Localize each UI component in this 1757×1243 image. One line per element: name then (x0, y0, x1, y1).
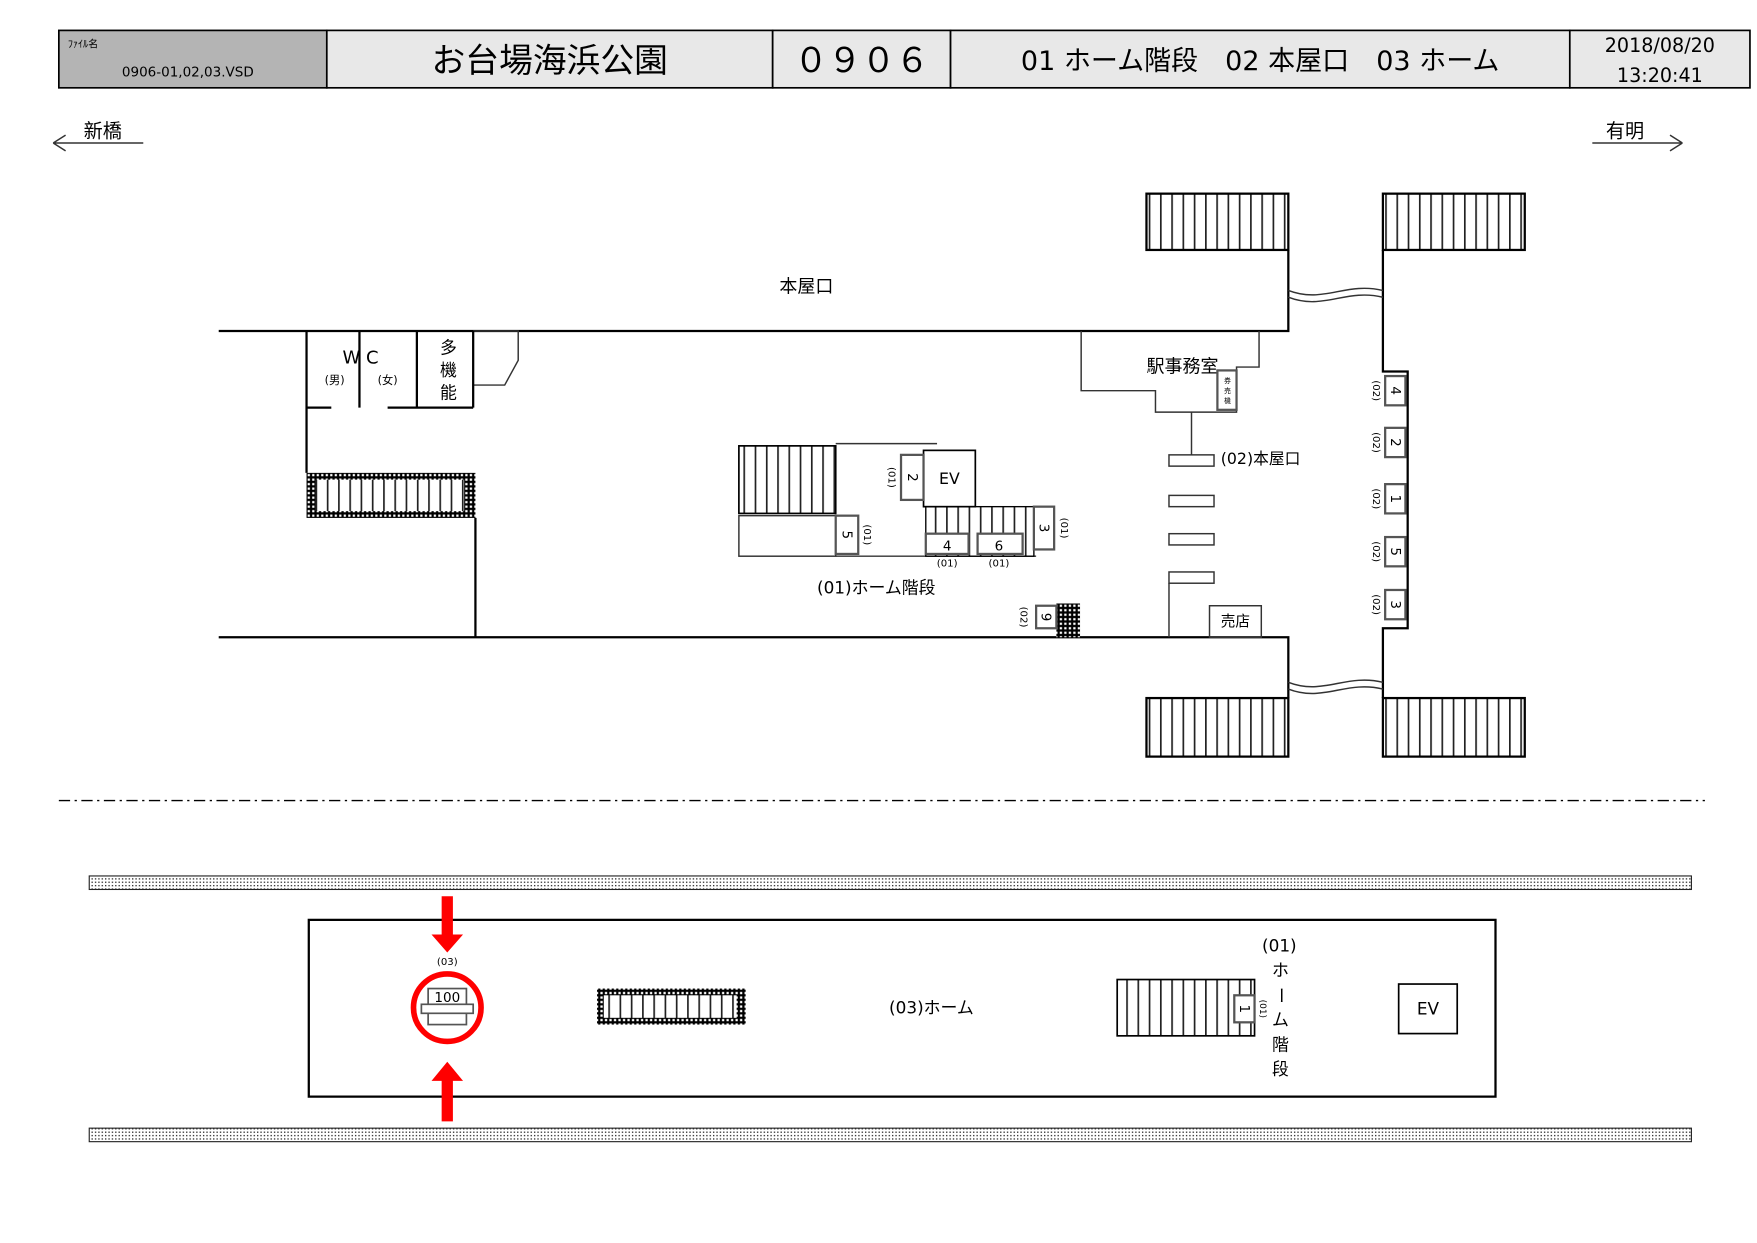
camera-marker[interactable]: 1 (01) (1233, 994, 1267, 1024)
escalator-platform (597, 988, 746, 1025)
svg-text:3: 3 (1036, 524, 1052, 533)
svg-text:新橋: 新橋 (84, 119, 122, 142)
svg-text:(01): (01) (937, 558, 958, 569)
svg-text:(01): (01) (1257, 1000, 1267, 1018)
file-label: ﾌｧｲﾙ名 (68, 37, 98, 50)
file-cell (57, 29, 328, 89)
camera-marker[interactable]: 2 (02) (1370, 426, 1407, 459)
exit-stairs (1145, 192, 1526, 758)
camera-marker[interactable]: 9 (02) (1017, 603, 1081, 638)
stairs-label: (01)ホーム階段 (817, 577, 936, 597)
svg-text:5: 5 (838, 531, 854, 540)
highlighted-camera-area: (03) (437, 957, 458, 968)
station-code: ０９０６ (794, 41, 929, 80)
svg-text:3: 3 (1387, 600, 1403, 609)
track-top (88, 875, 1692, 891)
camera-marker[interactable]: 5 (01) (834, 514, 872, 556)
arrow-left-icon (52, 134, 144, 152)
highlighted-camera[interactable]: 100 (03) (410, 896, 484, 1122)
direction-right: 有明 (1592, 119, 1683, 152)
svg-text:EV: EV (939, 469, 960, 488)
camera-marker[interactable]: 2 (01) (886, 453, 925, 502)
svg-text:1: 1 (1236, 1005, 1252, 1014)
svg-text:2: 2 (1387, 438, 1403, 447)
svg-text:(02): (02) (1370, 432, 1381, 453)
arrow-right-icon (1592, 134, 1683, 152)
svg-text:多: 多 (440, 338, 457, 358)
svg-text:駅事務室: 駅事務室 (1146, 357, 1218, 378)
svg-text:売店: 売店 (1221, 613, 1250, 630)
header-bar: ﾌｧｲﾙ名 0906-01,02,03.VSD お台場海浜公園 ０９０６ 01 … (57, 29, 1751, 89)
camera-marker[interactable]: 3 (01) (1032, 505, 1069, 551)
svg-text:2: 2 (904, 473, 920, 482)
camera-marker[interactable]: 6 (01) (976, 532, 1024, 570)
svg-text:(01): (01) (1262, 935, 1297, 955)
svg-text:(02): (02) (1370, 541, 1381, 562)
svg-text:4: 4 (943, 539, 952, 555)
svg-text:有明: 有明 (1606, 119, 1644, 142)
svg-text:(01): (01) (886, 467, 897, 488)
svg-text:ホ: ホ (1272, 960, 1289, 980)
arrow-up-icon (431, 1061, 464, 1122)
platform-stairs: 1 (01) (01) ホ ー ム 階 段 (1116, 935, 1297, 1079)
svg-text:能: 能 (440, 383, 457, 403)
svg-text:(01): (01) (989, 558, 1010, 569)
svg-text:ー: ー (1271, 987, 1291, 1004)
svg-text:段: 段 (1272, 1059, 1289, 1079)
cameras-02-right: 4 (02) 2 (02) 1 (02) 5 (02) 3 (02) (1370, 374, 1407, 621)
svg-text:(02): (02) (1370, 594, 1381, 615)
shop: 売店 (1208, 605, 1263, 638)
svg-text:EV: EV (1417, 998, 1440, 1018)
platform-elevator: EV (1397, 983, 1459, 1035)
direction-left: 新橋 (52, 119, 144, 152)
svg-text:階: 階 (1272, 1034, 1289, 1054)
svg-text:機: 機 (1224, 396, 1231, 405)
svg-text:(女): (女) (378, 373, 398, 387)
platform-label: (03)ホーム (889, 997, 974, 1017)
svg-text:(01): (01) (861, 524, 872, 545)
svg-text:W C: W C (343, 348, 379, 369)
gate-label: (02)本屋口 (1221, 449, 1301, 468)
station-office: 駅事務室 券 売 機 (1080, 331, 1260, 413)
arrow-down-icon (431, 896, 464, 953)
svg-text:5: 5 (1387, 547, 1403, 556)
restroom: W C (男) (女) 多 機 能 (305, 331, 475, 473)
svg-text:券: 券 (1224, 376, 1231, 385)
time: 13:20:41 (1617, 64, 1703, 87)
camera-marker[interactable]: 4 (02) (1370, 374, 1407, 407)
svg-text:(02): (02) (1370, 380, 1381, 401)
svg-text:9: 9 (1038, 613, 1054, 622)
svg-text:6: 6 (995, 539, 1004, 555)
camera-marker[interactable]: 3 (02) (1370, 588, 1407, 621)
svg-text:(02): (02) (1017, 607, 1028, 628)
platform-stairs-concourse: EV (01)ホーム階段 2 (01) 5 (01) 4 (01) 6 (01)… (738, 442, 1069, 597)
camera-marker[interactable]: 1 (02) (1370, 483, 1407, 515)
svg-text:機: 機 (440, 360, 457, 380)
track-bottom (88, 1127, 1692, 1143)
station-name: お台場海浜公園 (432, 41, 668, 80)
svg-text:(01): (01) (1058, 518, 1069, 539)
ticket-machine (1216, 369, 1238, 411)
svg-text:売: 売 (1224, 386, 1231, 395)
svg-text:1: 1 (1387, 494, 1403, 503)
svg-text:ム: ム (1272, 1010, 1289, 1030)
concourse-walls (218, 249, 1409, 699)
svg-text:4: 4 (1387, 386, 1403, 395)
file-name: 0906-01,02,03.VSD (122, 65, 254, 81)
camera-marker[interactable]: 5 (02) (1370, 535, 1407, 568)
entrance-label: 本屋口 (779, 277, 833, 298)
date: 2018/08/20 (1605, 34, 1715, 57)
svg-text:(02): (02) (1370, 488, 1381, 509)
elevator (922, 449, 977, 508)
ticket-gates: (02)本屋口 (1168, 412, 1301, 638)
platform: (03)ホーム 100 (03) 1 (01) (01) ホ ー ム 階 段 (88, 875, 1692, 1143)
area-list: 01 ホーム階段 02 本屋口 03 ホーム (1021, 46, 1499, 77)
svg-text:(男): (男) (325, 374, 345, 387)
svg-text:100: 100 (434, 990, 460, 1006)
escalator-left (306, 472, 476, 518)
camera-marker[interactable]: 4 (01) (924, 532, 970, 570)
